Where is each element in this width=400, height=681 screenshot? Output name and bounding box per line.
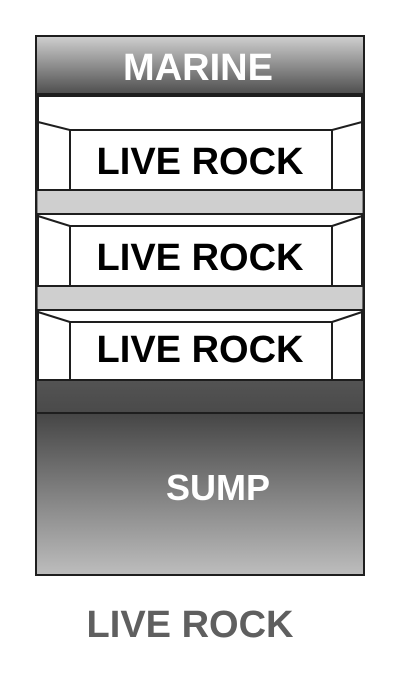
live-rock-label-1: LIVE ROCK <box>97 141 304 183</box>
live-rock-label-2: LIVE ROCK <box>97 237 304 279</box>
diagram-caption: LIVE ROCK <box>86 604 294 646</box>
sump-body <box>35 412 365 576</box>
sump-label: SUMP <box>166 467 270 508</box>
live-rock-layer-2: LIVE ROCK <box>37 213 363 310</box>
live-rock-layer-3: LIVE ROCK <box>37 309 363 381</box>
marine-header-band <box>35 35 365 95</box>
live-rock-layer-1: LIVE ROCK <box>37 95 363 214</box>
live-rock-label-3: LIVE ROCK <box>97 329 304 371</box>
marine-label: MARINE <box>123 47 273 89</box>
